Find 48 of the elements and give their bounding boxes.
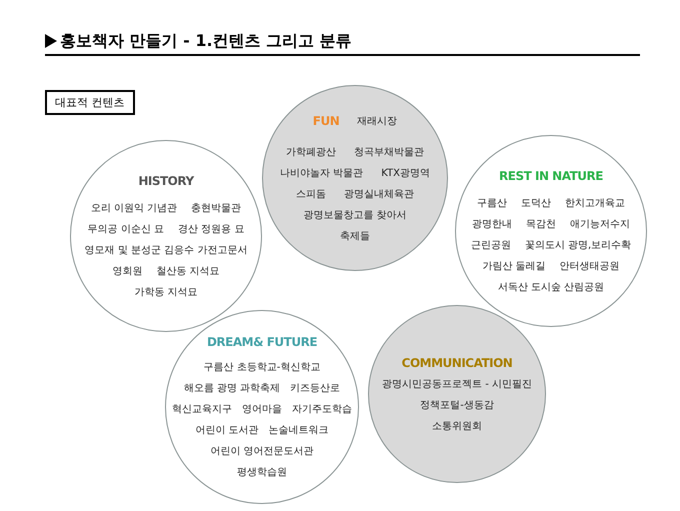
place-name: 소통위원회 — [432, 420, 482, 432]
category-heading: DREAM& FUTURE — [206, 335, 318, 349]
place-name: 어린이 영어전문도서관 — [210, 445, 314, 458]
place-name: 꽃의도시 광명,보리수확 — [524, 238, 632, 252]
place-name: 애기능저수지 — [570, 218, 630, 230]
place-name: 철산동 지석묘 — [156, 264, 220, 278]
place-name: 무의공 이순신 묘 — [88, 222, 164, 236]
place-name: 자기주도학습 — [292, 403, 352, 416]
place-name: 오리 이원익 기념관 — [90, 202, 178, 214]
place-name: 광명실내체육관 — [344, 188, 414, 200]
place-name: 해오름 광명 과학축제 — [184, 382, 280, 395]
place-name: 도덕산 — [521, 196, 551, 210]
place-name: 영모재 및 분성군 김응수 가전고문서 — [84, 244, 248, 256]
place-name: 가학폐광산 — [286, 146, 336, 158]
place-name: 안터생태공원 — [560, 260, 620, 272]
place-name: 구름산 초등학교-혁신학교 — [204, 361, 320, 374]
place-name: 재래시장 — [357, 114, 398, 128]
place-name: 구름산 — [477, 196, 507, 210]
place-name: 키즈등산로 — [290, 382, 340, 395]
place-name: KTX광명역 — [381, 166, 430, 180]
place-name: 경산 정원용 묘 — [178, 222, 244, 236]
place-name: 어린이 도서관 — [195, 424, 259, 437]
place-name: 스피돔 — [296, 188, 326, 200]
place-name: 정책포털-생동감 — [420, 398, 494, 412]
place-name: 논술네트워크 — [268, 424, 329, 437]
place-name: 영회원 — [112, 264, 142, 278]
place-name: 청곡부채박물관 — [354, 146, 424, 158]
place-name: 평생학습원 — [237, 466, 287, 479]
place-name: 충현박물관 — [191, 202, 242, 214]
place-name: 나비야놀자 박물관 — [280, 166, 364, 180]
place-name: 광명보물창고를 찾아서 — [303, 208, 407, 222]
place-name: 한치고개육교 — [565, 196, 625, 210]
category-heading: FUN — [312, 114, 340, 128]
place-name: 서독산 도시숲 산림공원 — [498, 280, 604, 294]
place-name: 영어마을 — [242, 403, 282, 416]
place-name: 근린공원 — [470, 238, 511, 252]
place-name: 목감천 — [526, 218, 556, 230]
place-name: 가학동 지석묘 — [134, 286, 198, 298]
category-heading: REST IN NATURE — [499, 168, 603, 182]
place-name: 축제들 — [340, 230, 370, 242]
place-name: 광명한내 — [472, 218, 512, 230]
category-heading: COMMUNICATION — [402, 356, 512, 370]
category-heading: HISTORY — [138, 174, 194, 188]
place-name: 혁신교육지구 — [172, 403, 232, 416]
place-name: 광명시민공동프로젝트 - 시민필진 — [382, 378, 532, 390]
place-name: 가림산 둘레길 — [482, 260, 546, 272]
page-title: 홍보책자 만들기 - 1.컨텐츠 그리고 분류 — [60, 30, 352, 52]
section-label: 대표적 컨텐츠 — [45, 90, 134, 115]
